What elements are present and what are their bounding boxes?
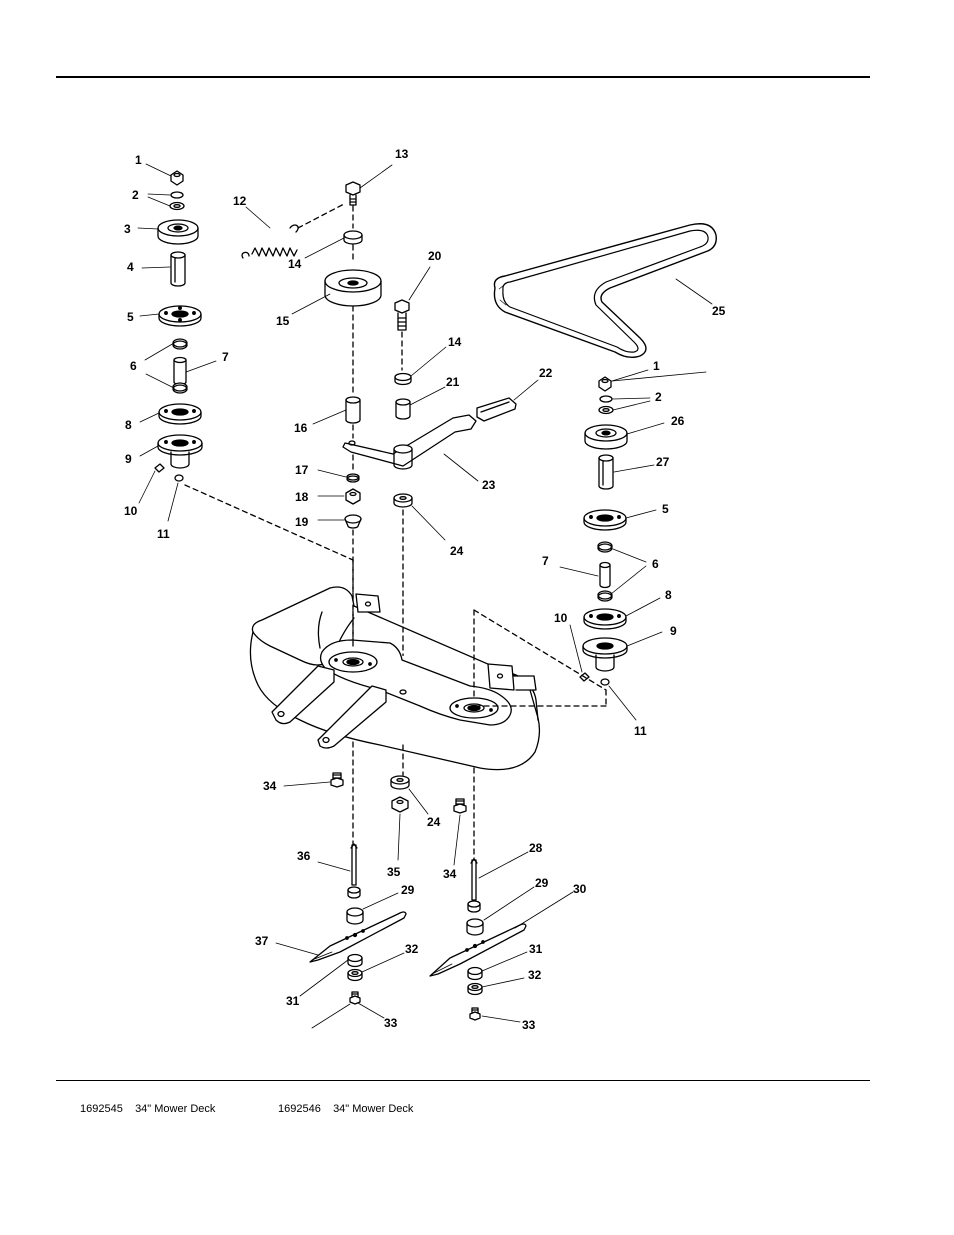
callout-10-b: 10 (554, 611, 568, 625)
footer-right-model: 1692546 34" Mower Deck (278, 1103, 413, 1115)
callout-5: 5 (127, 310, 134, 324)
callout-9-b: 9 (670, 624, 677, 638)
footer-left-description: 34" Mower Deck (135, 1103, 216, 1115)
footer-left-model: 1692545 34" Mower Deck (80, 1103, 215, 1115)
callout-13: 13 (395, 147, 409, 161)
callout-17: 17 (295, 463, 309, 477)
callout-20: 20 (428, 249, 442, 263)
leader-lines (137, 163, 713, 1029)
callout-31-b: 31 (529, 942, 543, 956)
callout-36: 36 (297, 849, 311, 863)
left-spindle-stack (154, 170, 203, 482)
callout-26: 26 (671, 414, 685, 428)
callout-11: 11 (157, 527, 170, 541)
callout-12: 12 (233, 194, 247, 208)
callout-11-b: 11 (634, 724, 647, 738)
right-spindle-stack (579, 376, 628, 686)
callout-16: 16 (294, 421, 308, 435)
callout-labels: 1 2 3 4 5 6 7 8 9 10 11 12 13 14 15 20 1… (124, 147, 726, 1032)
callout-22: 22 (539, 366, 553, 380)
callout-6-b: 6 (652, 557, 659, 571)
callout-8-b: 8 (665, 588, 672, 602)
callout-37: 37 (255, 934, 269, 948)
callout-7-b: 7 (542, 554, 549, 568)
callout-29-b: 29 (535, 876, 549, 890)
callout-34-b: 34 (443, 867, 457, 881)
callout-34: 34 (263, 779, 277, 793)
callout-10: 10 (124, 504, 138, 518)
footer-left-number: 1692545 (80, 1103, 123, 1115)
callout-23: 23 (482, 478, 496, 492)
callout-33: 33 (384, 1016, 398, 1030)
callout-2-b: 2 (655, 390, 662, 404)
callout-27: 27 (656, 455, 670, 469)
callout-32-b: 32 (528, 968, 542, 982)
callout-14: 14 (288, 257, 302, 271)
footer-rule (56, 1080, 870, 1081)
mower-deck-housing (249, 586, 541, 771)
callout-25: 25 (712, 304, 726, 318)
header-rule (56, 76, 870, 78)
callout-21: 21 (446, 375, 460, 389)
callout-35: 35 (387, 865, 401, 879)
callout-24: 24 (450, 544, 464, 558)
callout-15: 15 (276, 314, 290, 328)
callout-30: 30 (573, 882, 587, 896)
callout-8: 8 (125, 418, 132, 432)
callout-5-b: 5 (662, 502, 669, 516)
callout-6: 6 (130, 359, 137, 373)
assembly-dashed-lines (184, 484, 607, 861)
callout-28: 28 (529, 841, 543, 855)
callout-4: 4 (127, 260, 134, 274)
callout-29: 29 (401, 883, 415, 897)
callout-2: 2 (132, 188, 139, 202)
callout-3: 3 (124, 222, 131, 236)
callout-24-b: 24 (427, 815, 441, 829)
drive-belt (493, 223, 717, 359)
blade-hardware (309, 772, 527, 1021)
footer-right-description: 34" Mower Deck (333, 1103, 414, 1115)
callout-31: 31 (286, 994, 300, 1008)
callout-32: 32 (405, 942, 419, 956)
callout-1-b: 1 (653, 359, 660, 373)
idler-group (241, 181, 517, 691)
callout-14-b: 14 (448, 335, 462, 349)
footer-right-number: 1692546 (278, 1103, 321, 1115)
callout-9: 9 (125, 452, 132, 466)
callout-7: 7 (222, 350, 229, 364)
callout-18: 18 (295, 490, 309, 504)
callout-1: 1 (135, 153, 142, 167)
callout-33-b: 33 (522, 1018, 536, 1032)
callout-19: 19 (295, 515, 309, 529)
